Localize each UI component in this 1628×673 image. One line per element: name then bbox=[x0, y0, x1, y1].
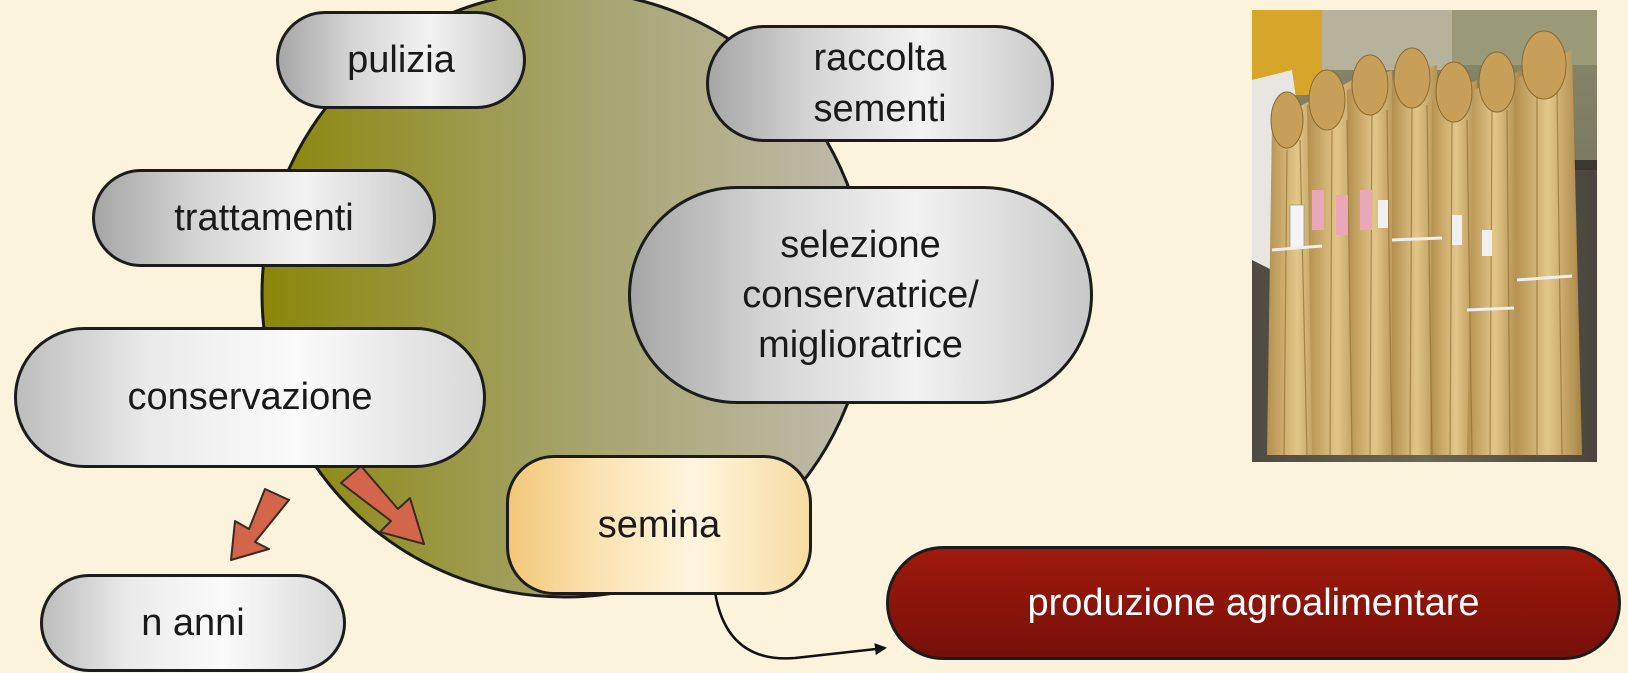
wheat-sheaves-image bbox=[1252, 10, 1597, 462]
node-produzione-label: produzione agroalimentare bbox=[1027, 581, 1480, 624]
node-conservazione-label: conservazione bbox=[127, 376, 373, 419]
wheat-sheaves-photo bbox=[1252, 10, 1597, 462]
node-selezione: selezione conservatrice/ miglioratrice bbox=[628, 186, 1093, 404]
node-raccolta-line1: raccolta bbox=[813, 37, 947, 80]
node-n-anni-label: n anni bbox=[141, 601, 245, 644]
arrow-to-semina bbox=[340, 465, 425, 545]
node-pulizia: pulizia bbox=[276, 11, 526, 109]
node-semina-label: semina bbox=[597, 503, 721, 546]
node-produzione-agroalimentare: produzione agroalimentare bbox=[886, 546, 1621, 660]
node-semina: semina bbox=[506, 455, 812, 595]
node-trattamenti-label: trattamenti bbox=[174, 196, 354, 239]
node-selezione-line2: conservatrice/ bbox=[742, 273, 979, 316]
node-trattamenti: trattamenti bbox=[92, 169, 436, 267]
arrow-to-n-anni bbox=[230, 488, 290, 561]
node-n-anni: n anni bbox=[40, 574, 346, 672]
node-raccolta-line2: sementi bbox=[813, 87, 947, 130]
node-selezione-line1: selezione bbox=[780, 223, 941, 266]
node-pulizia-label: pulizia bbox=[347, 38, 455, 81]
node-conservazione: conservazione bbox=[14, 327, 486, 468]
node-selezione-line3: miglioratrice bbox=[758, 324, 963, 367]
node-raccolta-sementi: raccolta sementi bbox=[706, 25, 1054, 142]
connector-semina-produzione bbox=[713, 591, 887, 660]
